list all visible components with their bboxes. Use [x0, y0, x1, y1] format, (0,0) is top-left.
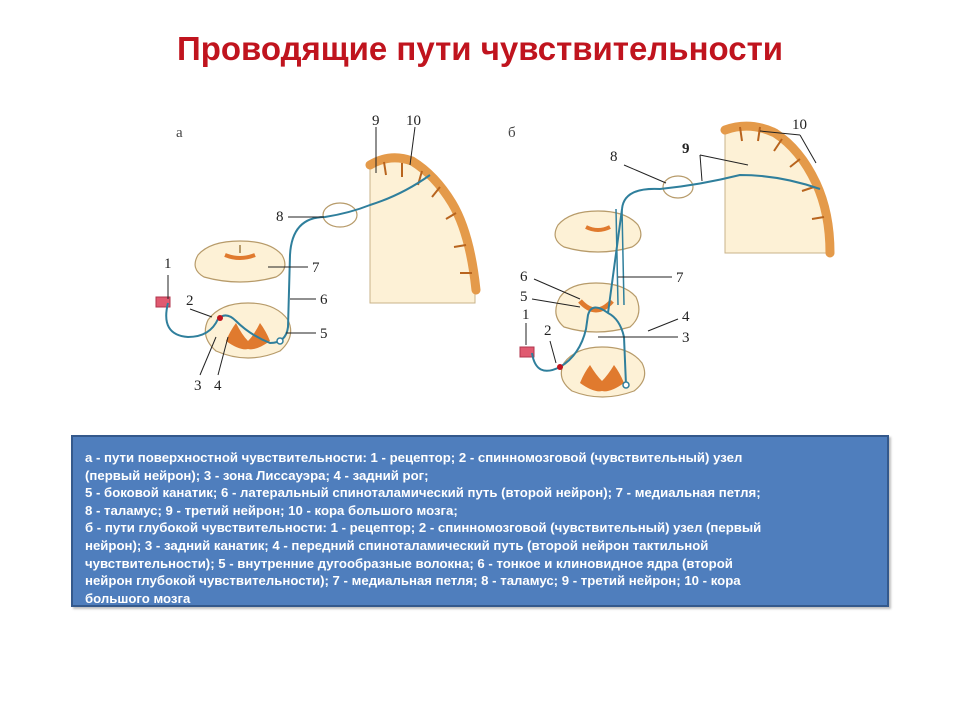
panel-a-ganglion — [217, 315, 223, 321]
panel-b-label-3: 3 — [682, 330, 690, 346]
panel-a-label-3: 3 — [194, 378, 202, 394]
panel-b-pathway — [531, 173, 821, 386]
panel-b-medial-lemniscus — [615, 208, 625, 306]
panel-b: б — [508, 117, 835, 398]
panel-a-pathway — [165, 174, 431, 345]
panel-a-label-1: 1 — [164, 256, 172, 272]
panel-b-label-9: 9 — [682, 141, 690, 157]
panel-b-ganglion — [557, 364, 563, 370]
panel-a: а — [155, 113, 481, 394]
panel-b-label-7: 7 — [676, 270, 684, 286]
panel-a-letter: а — [176, 125, 183, 141]
panel-b-label-8: 8 — [610, 149, 618, 165]
panel-a-label-6: 6 — [320, 292, 328, 308]
panel-b-brainstem-upper — [554, 210, 642, 253]
caption-line: 5 - боковой канатик; 6 - латеральный спи… — [85, 485, 761, 501]
panel-a-brainstem — [194, 240, 286, 283]
panel-a-label-2: 2 — [186, 293, 194, 309]
page-title: Проводящие пути чувствительности — [176, 30, 784, 67]
panel-a-label-5: 5 — [320, 326, 328, 342]
caption-line: нейрон); 3 - задний канатик; 4 - передни… — [85, 537, 709, 553]
panel-b-label-5: 5 — [520, 289, 528, 305]
panel-a-label-7: 7 — [312, 260, 320, 276]
panel-a-receptor — [155, 296, 171, 308]
caption-line: чувствительности); 5 - внутренние дугооб… — [85, 555, 733, 571]
panel-b-receptor — [519, 346, 535, 358]
panel-b-leaders — [525, 130, 817, 364]
panel-b-label-2: 2 — [544, 323, 552, 339]
panel-b-label-6: 6 — [520, 269, 528, 285]
panel-b-cortex — [720, 121, 835, 258]
caption-line: нейрон глубокой чувствительности); 7 - м… — [85, 573, 741, 589]
panel-a-label-4: 4 — [214, 378, 222, 394]
caption-line: а - пути поверхностной чувствительности:… — [85, 450, 743, 465]
caption-line: большого мозга — [85, 590, 191, 606]
panel-a-label-10: 10 — [406, 113, 421, 129]
panel-b-label-4: 4 — [682, 309, 690, 325]
panel-b-letter: б — [508, 125, 516, 141]
panel-a-leaders — [167, 126, 416, 376]
legend-caption-box: а - пути поверхностной чувствительности:… — [71, 435, 889, 607]
panel-b-label-1: 1 — [522, 307, 530, 323]
panel-a-label-9: 9 — [372, 113, 380, 129]
panel-a-synapse — [276, 337, 284, 345]
pathways-diagram: а — [155, 113, 835, 398]
panel-b-label-10: 10 — [792, 117, 807, 133]
caption-line: (первый нейрон); 3 - зона Лиссауэра; 4 -… — [85, 467, 429, 483]
caption-line: б - пути глубокой чувствительности: 1 - … — [85, 520, 762, 536]
pathways-figure: а — [140, 105, 840, 410]
caption-line: 8 - таламус; 9 - третий нейрон; 10 - кор… — [85, 502, 458, 518]
panel-b-synapse — [622, 381, 630, 389]
panel-a-label-8: 8 — [276, 209, 284, 225]
